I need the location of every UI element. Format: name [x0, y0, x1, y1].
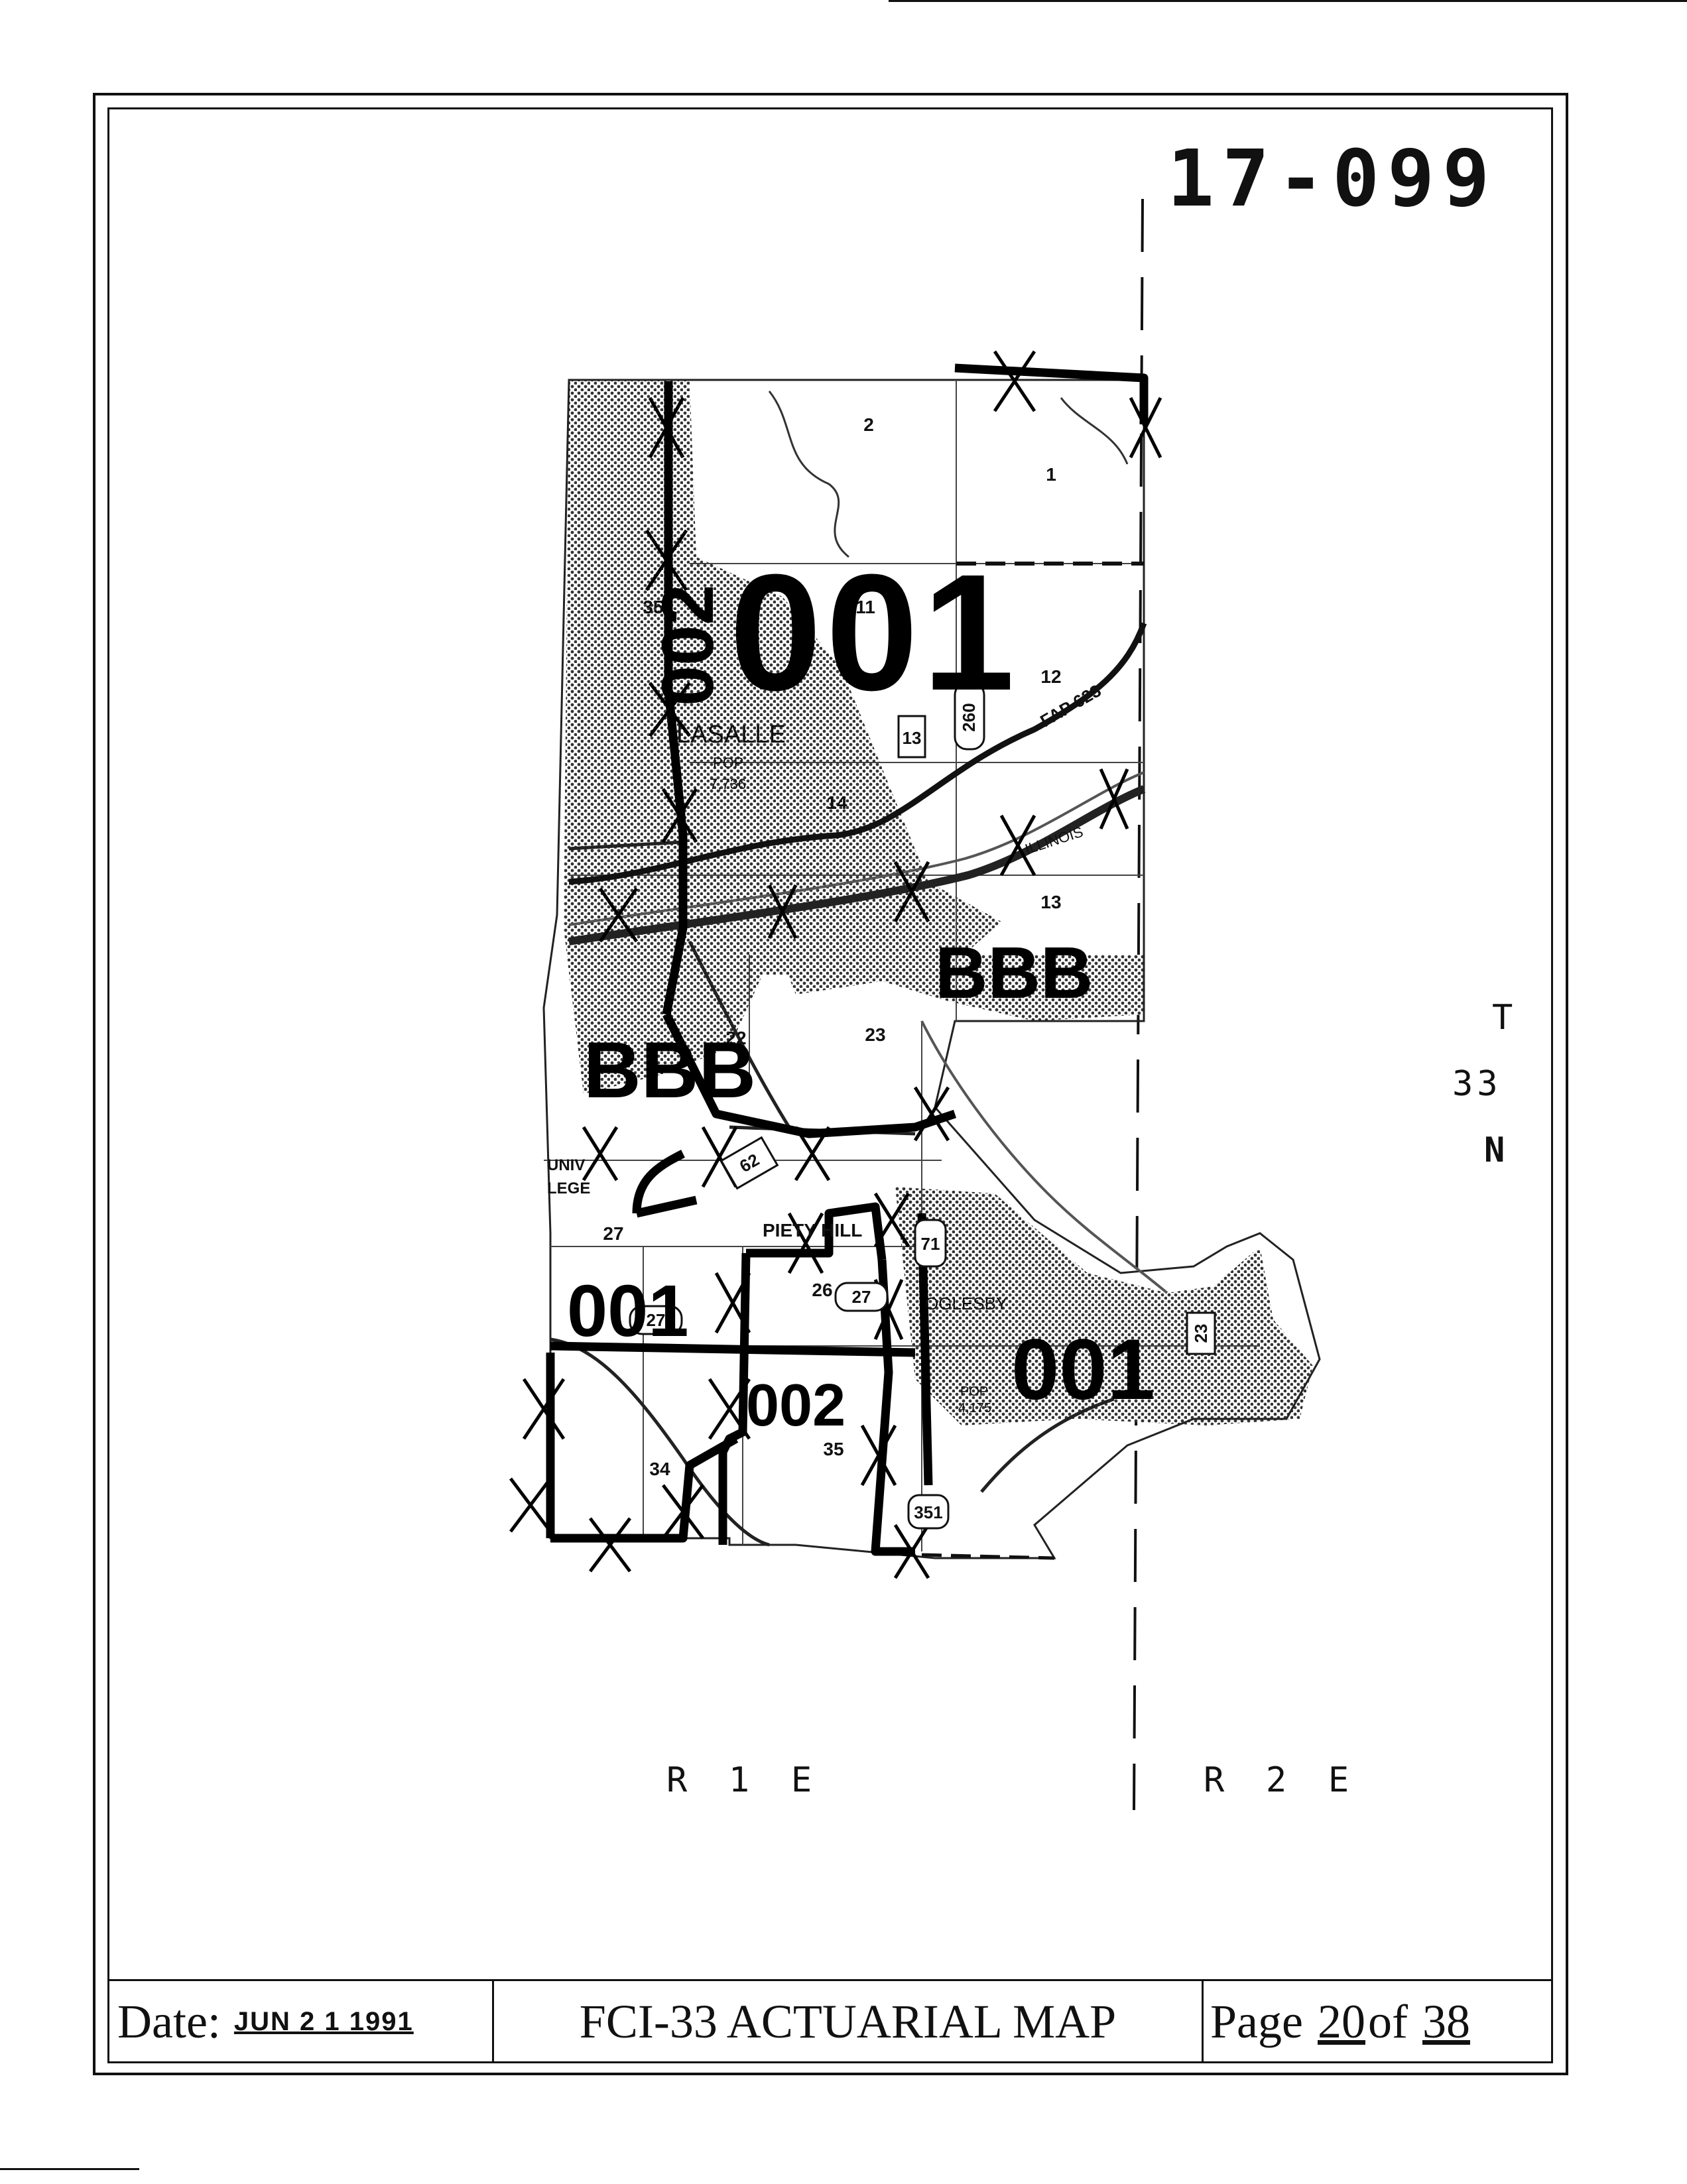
route-260-shield: [954, 682, 985, 751]
roads: [550, 840, 1115, 1547]
inner-frame: [107, 107, 1553, 2063]
zone-label-s-002: 002: [746, 1372, 845, 1439]
route-27-label-east: 27: [852, 1287, 871, 1307]
date-label: Date:: [117, 1994, 221, 2048]
route-27-shield-west: [629, 1305, 683, 1335]
map-title-cell: FCI-33 ACTUARIAL MAP: [494, 1981, 1204, 2062]
section-35-north: 35: [643, 597, 663, 617]
section-13: 13: [1040, 892, 1061, 912]
map-title: FCI-33 ACTUARIAL MAP: [579, 1994, 1117, 2048]
page-cell: Page 20 of 38: [1204, 1981, 1552, 2062]
piety-hill-label: PIETY HILL: [763, 1220, 862, 1241]
vermilion-river: [920, 1020, 1168, 1294]
zone-labels: 001 002 BBB BBB 001 002 001: [567, 540, 1155, 1439]
zone-label-mid-bbb: BBB: [584, 1026, 756, 1115]
lasalle-label: LASALLE: [676, 721, 786, 749]
section-2: 2: [863, 414, 874, 435]
route-27-label-west: 27: [647, 1310, 666, 1330]
oglesby-urban-area: [895, 1187, 1313, 1426]
range-1e-label: R 1 E: [666, 1760, 812, 1800]
outer-frame: [93, 93, 1568, 2075]
fap623-label: FAP 623: [1036, 680, 1104, 731]
range-2e-label: R 2 E: [1204, 1760, 1349, 1800]
footer-bar: Date: JUN 2 1 1991 FCI-33 ACTUARIAL MAP …: [109, 1979, 1552, 2062]
top-scan-rule: [889, 0, 1687, 2]
of-word: of: [1367, 1994, 1408, 2048]
oglesby-pop-value: 4,175: [958, 1401, 991, 1416]
route-260-label: 260: [959, 703, 979, 731]
lege-label: LEGE: [547, 1180, 590, 1197]
date-cell: Date: JUN 2 1 1991: [109, 1981, 494, 2062]
section-23: 23: [865, 1024, 885, 1045]
section-14: 14: [826, 792, 847, 813]
zone-label-sw-001: 001: [567, 1270, 689, 1352]
univ-label: UNIV: [547, 1156, 585, 1174]
route-27-shield-east: [834, 1282, 889, 1312]
route-23-shield: [1186, 1311, 1216, 1355]
section-27: 27: [603, 1223, 623, 1244]
section-11: 11: [855, 597, 875, 617]
route-13-shield: [897, 715, 926, 758]
map-page-id: 17-099: [1167, 133, 1498, 224]
route-71-shield: [914, 1219, 947, 1268]
lasalle-pop-value: 7,736: [710, 776, 746, 792]
date-value: JUN 2 1 1991: [233, 2006, 414, 2036]
bottom-scan-rule: [0, 2168, 139, 2170]
zone-label-north-001: 001: [729, 540, 1015, 725]
route-13-label: 13: [903, 728, 922, 748]
dashed-boundary-south: [921, 1553, 1055, 1560]
lasalle-pop-label: POP: [713, 755, 743, 771]
oglesby-pop-label: POP: [960, 1384, 988, 1399]
section-22: 22: [725, 1028, 746, 1048]
route-shields: [629, 682, 1216, 1530]
section-12: 12: [1040, 666, 1061, 687]
route-23-label: 23: [1191, 1324, 1211, 1343]
zone-label-se-001: 001: [1011, 1321, 1155, 1418]
page-word: Page: [1210, 1994, 1303, 2048]
lasalle-urban-area: [564, 380, 1001, 1094]
section-numbers: 1 2 11 12 13 14 22 23 26 27 34 35 35: [603, 414, 1061, 1479]
section-26: 26: [812, 1280, 832, 1300]
boundary-x-marks: [509, 350, 1162, 1579]
river-shore-area: [782, 941, 1144, 1021]
page-total: 38: [1422, 1994, 1470, 2048]
route-62-shield: [719, 1136, 779, 1190]
stream-east: [1060, 397, 1129, 465]
township-direction: N: [1484, 1130, 1505, 1170]
township-letter: T: [1492, 998, 1513, 1038]
section-1: 1: [1046, 464, 1056, 485]
route-351-shield: [907, 1494, 950, 1530]
page-number: 20: [1317, 1994, 1365, 2048]
township-number: 33: [1452, 1064, 1502, 1104]
illinois-label: ILLINOIS: [1023, 823, 1086, 858]
zone-label-east-bbb: BBB: [935, 932, 1093, 1014]
oglesby-label: OGLESBY: [925, 1294, 1007, 1313]
section-35-south: 35: [823, 1439, 844, 1459]
zone-label-west-002: 002: [647, 584, 729, 706]
section-34: 34: [649, 1459, 670, 1479]
stream-north: [768, 391, 849, 558]
route-71-label: 71: [921, 1234, 940, 1254]
route-351-label: 351: [914, 1502, 942, 1522]
